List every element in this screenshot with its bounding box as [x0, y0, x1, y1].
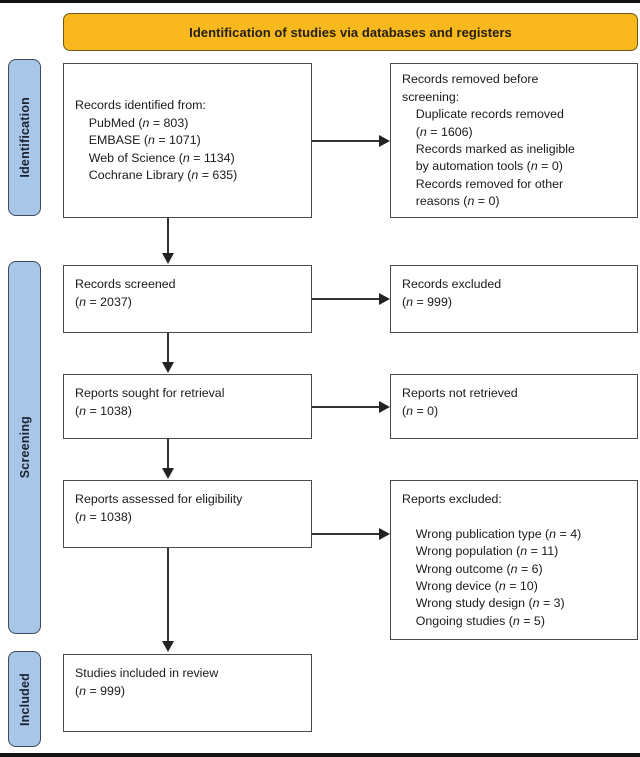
arrowhead-sought-to-not-retrieved: [379, 400, 390, 413]
box-records-identified-text: Records identified from: PubMed (n = 803…: [75, 98, 238, 183]
connector-screened-to-sought: [167, 333, 169, 363]
arrowhead-assessed-to-reports-excluded: [379, 527, 390, 540]
box-studies-included-in-review: Studies included in review (n = 999): [63, 654, 312, 732]
stage-label-included: Included: [17, 672, 32, 726]
connector-identified-to-screened: [167, 218, 169, 254]
box-reports-not-retrieved: Reports not retrieved (n = 0): [390, 374, 638, 439]
connector-sought-to-not-retrieved: [312, 406, 380, 408]
box-reports-sought-text: Reports sought for retrieval (n = 1038): [75, 386, 225, 419]
stage-label-identification: Identification: [17, 97, 32, 178]
box-reports-sought-for-retrieval: Reports sought for retrieval (n = 1038): [63, 374, 312, 439]
arrowhead-identified-to-screened: [161, 253, 174, 264]
box-records-excluded-text: Records excluded (n = 999): [402, 277, 502, 310]
box-records-excluded: Records excluded (n = 999): [390, 265, 638, 333]
diagram-canvas: Identification of studies via databases …: [0, 3, 640, 753]
arrowhead-screened-to-excluded: [379, 292, 390, 305]
box-records-removed-text: Records removed before screening: Duplic…: [402, 72, 575, 209]
connector-assessed-to-included: [167, 548, 169, 642]
stage-tab-screening: Screening: [8, 261, 41, 634]
arrowhead-identified-to-removed: [379, 134, 390, 147]
connector-assessed-to-reports-excluded: [312, 533, 380, 535]
connector-screened-to-excluded: [312, 298, 380, 300]
stage-tab-identification: Identification: [8, 59, 41, 216]
arrowhead-screened-to-sought: [161, 362, 174, 373]
arrowhead-assessed-to-included: [161, 641, 174, 652]
box-reports-excluded-text: Reports excluded: Wrong publication type…: [402, 491, 582, 628]
box-reports-excluded: Reports excluded: Wrong publication type…: [390, 480, 638, 640]
box-reports-assessed-text: Reports assessed for eligibility (n = 10…: [75, 492, 243, 525]
box-studies-included-text: Studies included in review (n = 999): [75, 666, 219, 699]
box-records-removed-before-screening: Records removed before screening: Duplic…: [390, 63, 638, 218]
connector-sought-to-assessed: [167, 439, 169, 469]
box-reports-assessed-for-eligibility: Reports assessed for eligibility (n = 10…: [63, 480, 312, 548]
box-records-screened: Records screened (n = 2037): [63, 265, 312, 333]
box-reports-not-retrieved-text: Reports not retrieved (n = 0): [402, 386, 518, 419]
stage-label-screening: Screening: [17, 416, 32, 479]
arrowhead-sought-to-assessed: [161, 468, 174, 479]
connector-identified-to-removed: [312, 140, 380, 142]
box-records-identified: Records identified from: PubMed (n = 803…: [63, 63, 312, 218]
diagram-header-banner: Identification of studies via databases …: [63, 13, 638, 51]
diagram-title: Identification of studies via databases …: [189, 24, 512, 40]
box-records-screened-text: Records screened (n = 2037): [75, 277, 176, 310]
stage-tab-included: Included: [8, 651, 41, 747]
